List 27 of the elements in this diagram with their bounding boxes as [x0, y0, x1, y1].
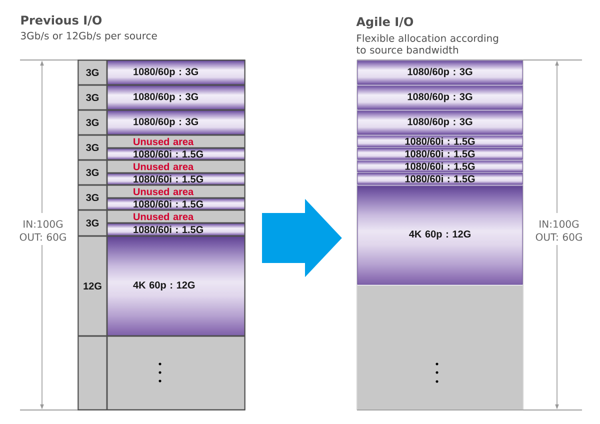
rate-cell: 3G	[78, 185, 107, 210]
rate-cell: 3G	[78, 210, 107, 236]
signal-band: 1080/60i : 1.5G	[357, 148, 523, 160]
panel-subtitle: Flexible allocation according to source bandwidth	[356, 34, 498, 54]
empty-cell	[358, 286, 522, 410]
signal-band: 1080/60i : 1.5G	[357, 135, 523, 148]
signal-band: 1080/60i : 1.5G	[107, 198, 245, 210]
signal-band: 1080/60i : 1.5G	[107, 173, 245, 185]
panel-title: Previous I/O	[21, 15, 102, 26]
rate-cell: 3G	[78, 85, 107, 110]
signal-band: 1080/60i : 1.5G	[357, 172, 523, 185]
dimension-label: IN:100G OUT: 60G	[536, 220, 582, 241]
panel-subtitle: 3Gb/s or 12Gb/s per source	[20, 32, 157, 42]
rate-cell: 3G	[78, 160, 107, 185]
signal-band: 1080/60p : 3G	[357, 85, 523, 110]
signal-band: 1080/60p : 3G	[107, 85, 245, 110]
panel-title: Agile I/O	[356, 16, 414, 29]
signal-band: 1080/60p : 3G	[107, 60, 245, 85]
signal-band: 1080/60i : 1.5G	[107, 148, 245, 160]
signal-band: 1080/60p : 3G	[357, 60, 523, 85]
dimension-label: IN:100G OUT: 60G	[20, 220, 66, 241]
signal-band: 1080/60p : 3G	[107, 110, 245, 135]
rate-cell: 3G	[78, 135, 107, 160]
signal-band: 1080/60i : 1.5G	[107, 223, 245, 236]
rate-cell: 3G	[78, 110, 107, 135]
rate-cell: 3G	[78, 60, 107, 85]
signal-band: 1080/60i : 1.5G	[357, 160, 523, 172]
